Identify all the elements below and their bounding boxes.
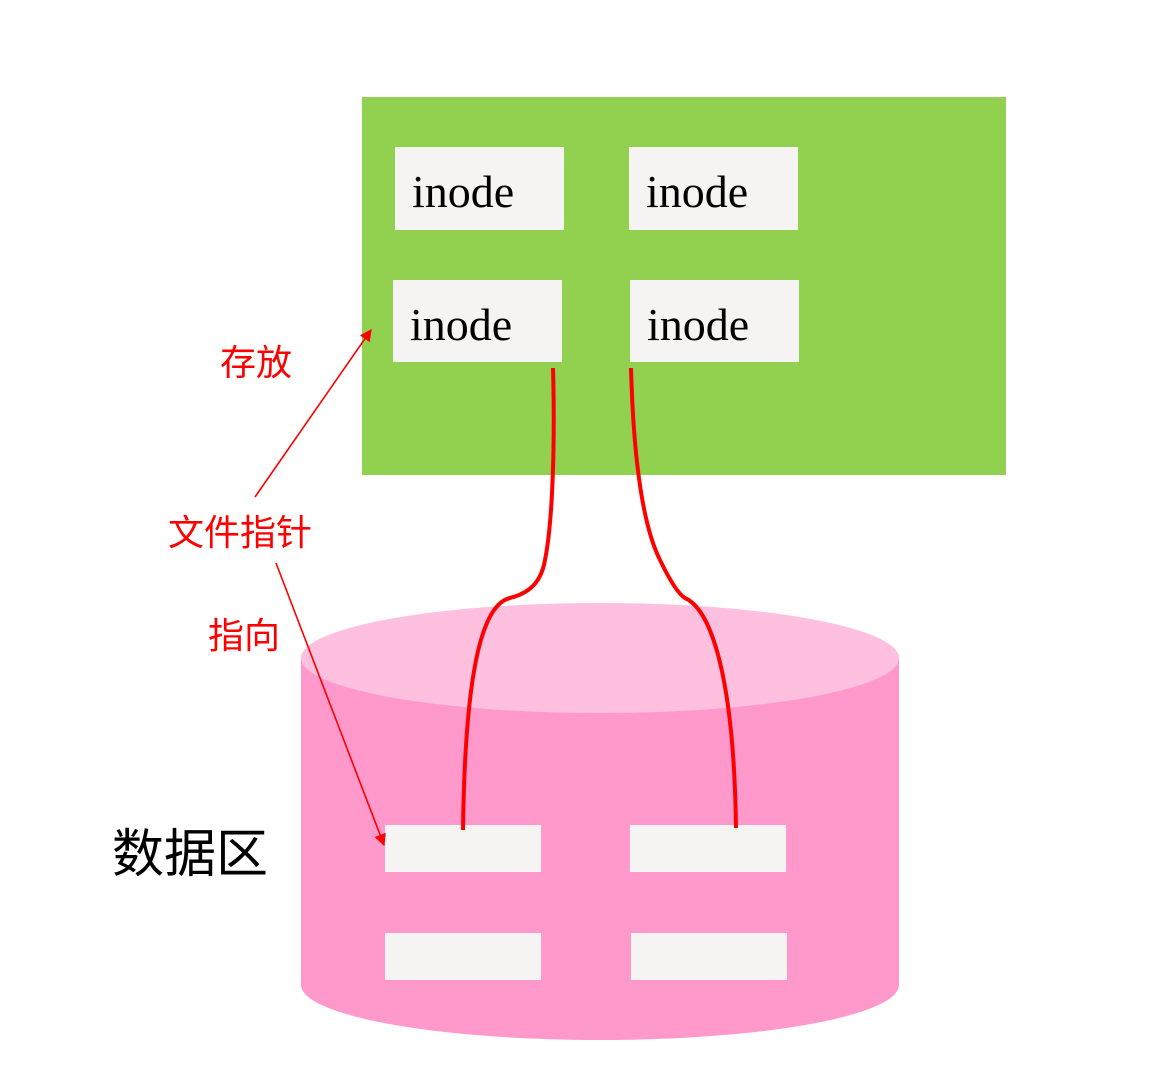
data-block-3 [385,933,541,980]
data-block-4 [631,933,787,980]
inode-to-block-link-2 [629,367,738,829]
inode-box-2: inode [629,147,798,230]
inode-box-3: inode [393,280,562,362]
inode-box-4: inode [630,280,799,362]
arrow-to-data-block [275,562,386,847]
inode-label: inode [647,299,749,350]
inode-to-block-link-1 [461,367,556,831]
arrow-to-inode-table [254,329,372,498]
file-pointer-label: 文件指针 [168,513,312,554]
data-block-1 [385,825,541,872]
stores-label: 存放 [220,343,292,384]
inode-label: inode [412,166,514,217]
inode-box-1: inode [395,147,564,230]
points-to-label: 指向 [208,616,280,657]
cylinder-top [301,603,899,713]
inode-label: inode [646,166,748,217]
inode-label: inode [410,299,512,350]
data-area-label: 数据区 [112,825,268,885]
data-block-2 [630,825,786,872]
